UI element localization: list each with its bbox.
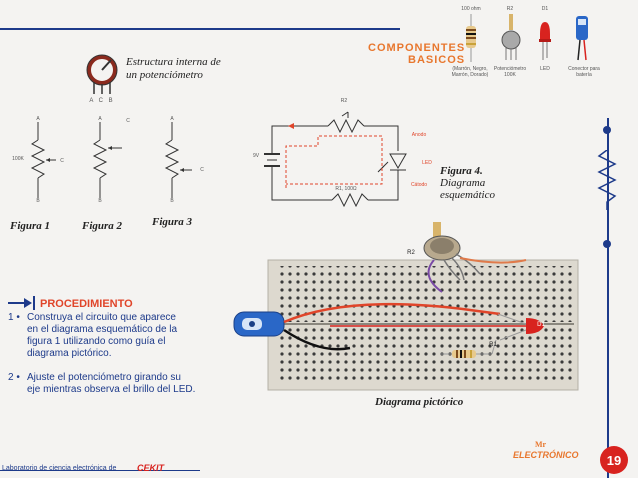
figure-3-diagram bbox=[164, 122, 192, 198]
part-resistor-top: 100 ohm bbox=[461, 6, 481, 12]
fig1-c: C bbox=[60, 158, 64, 164]
schematic-battery: 9V bbox=[252, 153, 260, 159]
pot-pins-label: A C B bbox=[89, 98, 115, 104]
components-title-line2: BASICOS bbox=[408, 54, 466, 66]
components-title-line1: COMPONENTES bbox=[368, 42, 466, 54]
part-led-top: D1 bbox=[541, 6, 549, 12]
fig4-caption-line1: Figura 4. bbox=[440, 165, 483, 177]
step2-line2: eje mientras observa el brillo del LED. bbox=[27, 384, 196, 395]
right-vertical-rule bbox=[607, 118, 609, 478]
part-pot-top: R2 bbox=[506, 6, 514, 12]
schematic-led: LED bbox=[422, 160, 432, 166]
right-dot-2 bbox=[603, 240, 611, 248]
fig1-b: B bbox=[36, 198, 40, 204]
right-dot-1 bbox=[603, 126, 611, 134]
pictorial-d1: D1 bbox=[537, 322, 545, 328]
part-resistor-bottom: (Marrón, Negro, Marrón, Dorado) bbox=[451, 66, 489, 78]
step1-line1: Construya el circuito que aparece bbox=[27, 312, 176, 323]
figure-2-label: Figura 2 bbox=[82, 220, 123, 232]
footer-rule bbox=[0, 470, 200, 471]
fig3-a: A bbox=[170, 116, 174, 122]
battery-connector-icon bbox=[576, 16, 588, 61]
figure-1-diagram bbox=[30, 122, 56, 198]
header-rule bbox=[0, 28, 400, 30]
fig1-a: A bbox=[36, 116, 40, 122]
step1-text: Construya el circuito que aparece en el … bbox=[27, 312, 203, 360]
pictorial-r2: R2 bbox=[407, 250, 415, 256]
schematic-anode: Anodo bbox=[411, 132, 427, 138]
step2-number: 2 • bbox=[8, 372, 20, 383]
procedure-arrow-icon bbox=[8, 296, 35, 310]
page-number: 19 bbox=[606, 452, 622, 468]
schematic-cathode: Cátodo bbox=[410, 182, 428, 188]
fig4-caption-line3: esquemático bbox=[440, 189, 495, 201]
right-zigzag-icon bbox=[597, 150, 617, 210]
fig2-c: C bbox=[126, 118, 130, 124]
fig2-b: B bbox=[98, 198, 102, 204]
page-number-badge: 19 bbox=[600, 446, 628, 474]
breadboard-pictorial bbox=[233, 222, 579, 391]
pictorial-r1: R1 bbox=[489, 342, 497, 348]
mr-electronico-logo: Mr ELECTRÓNICO bbox=[513, 440, 593, 470]
pot-caption-line2: un potenciómetro bbox=[126, 69, 203, 81]
fig1-value: 100K bbox=[12, 156, 24, 162]
figure-2-diagram bbox=[92, 122, 122, 198]
figure-1-label: Figura 1 bbox=[10, 220, 51, 232]
procedure-title: PROCEDIMIENTO bbox=[40, 298, 133, 310]
schematic-r2: R2 bbox=[340, 98, 348, 104]
pot-caption-line1: Estructura interna de bbox=[126, 56, 221, 68]
fig3-c: C bbox=[200, 167, 204, 173]
schematic-diagram bbox=[264, 111, 407, 208]
led-icon bbox=[539, 22, 551, 60]
pictorial-caption: Diagrama pictórico bbox=[375, 396, 464, 408]
fig4-caption-line2: Diagrama bbox=[440, 177, 486, 189]
step2-text: Ajuste el potenciómetro girando su eje m… bbox=[27, 372, 203, 396]
step1-line2: en el diagrama esquemático de la bbox=[27, 324, 178, 335]
resistor-icon bbox=[466, 14, 476, 62]
step1-line3: figura 1 utilizando como guía el bbox=[27, 336, 166, 347]
schematic-r1: R1, 100Ω bbox=[335, 186, 357, 192]
footer-brand: CEKIT bbox=[137, 463, 164, 473]
component-parts-panel: 100 ohm (Marrón, Negro, Marrón, Dorado) … bbox=[452, 4, 608, 86]
fig2-a: A bbox=[98, 116, 102, 122]
logo-electronico: ELECTRÓNICO bbox=[513, 450, 579, 460]
part-connector-bottom: Conector para batería bbox=[568, 66, 600, 78]
logo-mr: Mr bbox=[535, 440, 547, 449]
part-led-bottom: LED bbox=[540, 66, 550, 72]
potentiometer-structure-icon bbox=[86, 54, 118, 94]
step2-line1: Ajuste el potenciómetro girando su bbox=[27, 372, 181, 383]
figure-3-label: Figura 3 bbox=[152, 216, 193, 228]
footer-text: Laboratorio de ciencia electrónica de bbox=[2, 465, 117, 472]
step1-line4: diagrama pictórico. bbox=[27, 348, 112, 359]
fig3-b: B bbox=[170, 198, 174, 204]
step1-number: 1 • bbox=[8, 312, 20, 323]
potentiometer-icon bbox=[501, 14, 521, 60]
part-pot-bottom: Potenciómetro 100K bbox=[493, 66, 527, 78]
